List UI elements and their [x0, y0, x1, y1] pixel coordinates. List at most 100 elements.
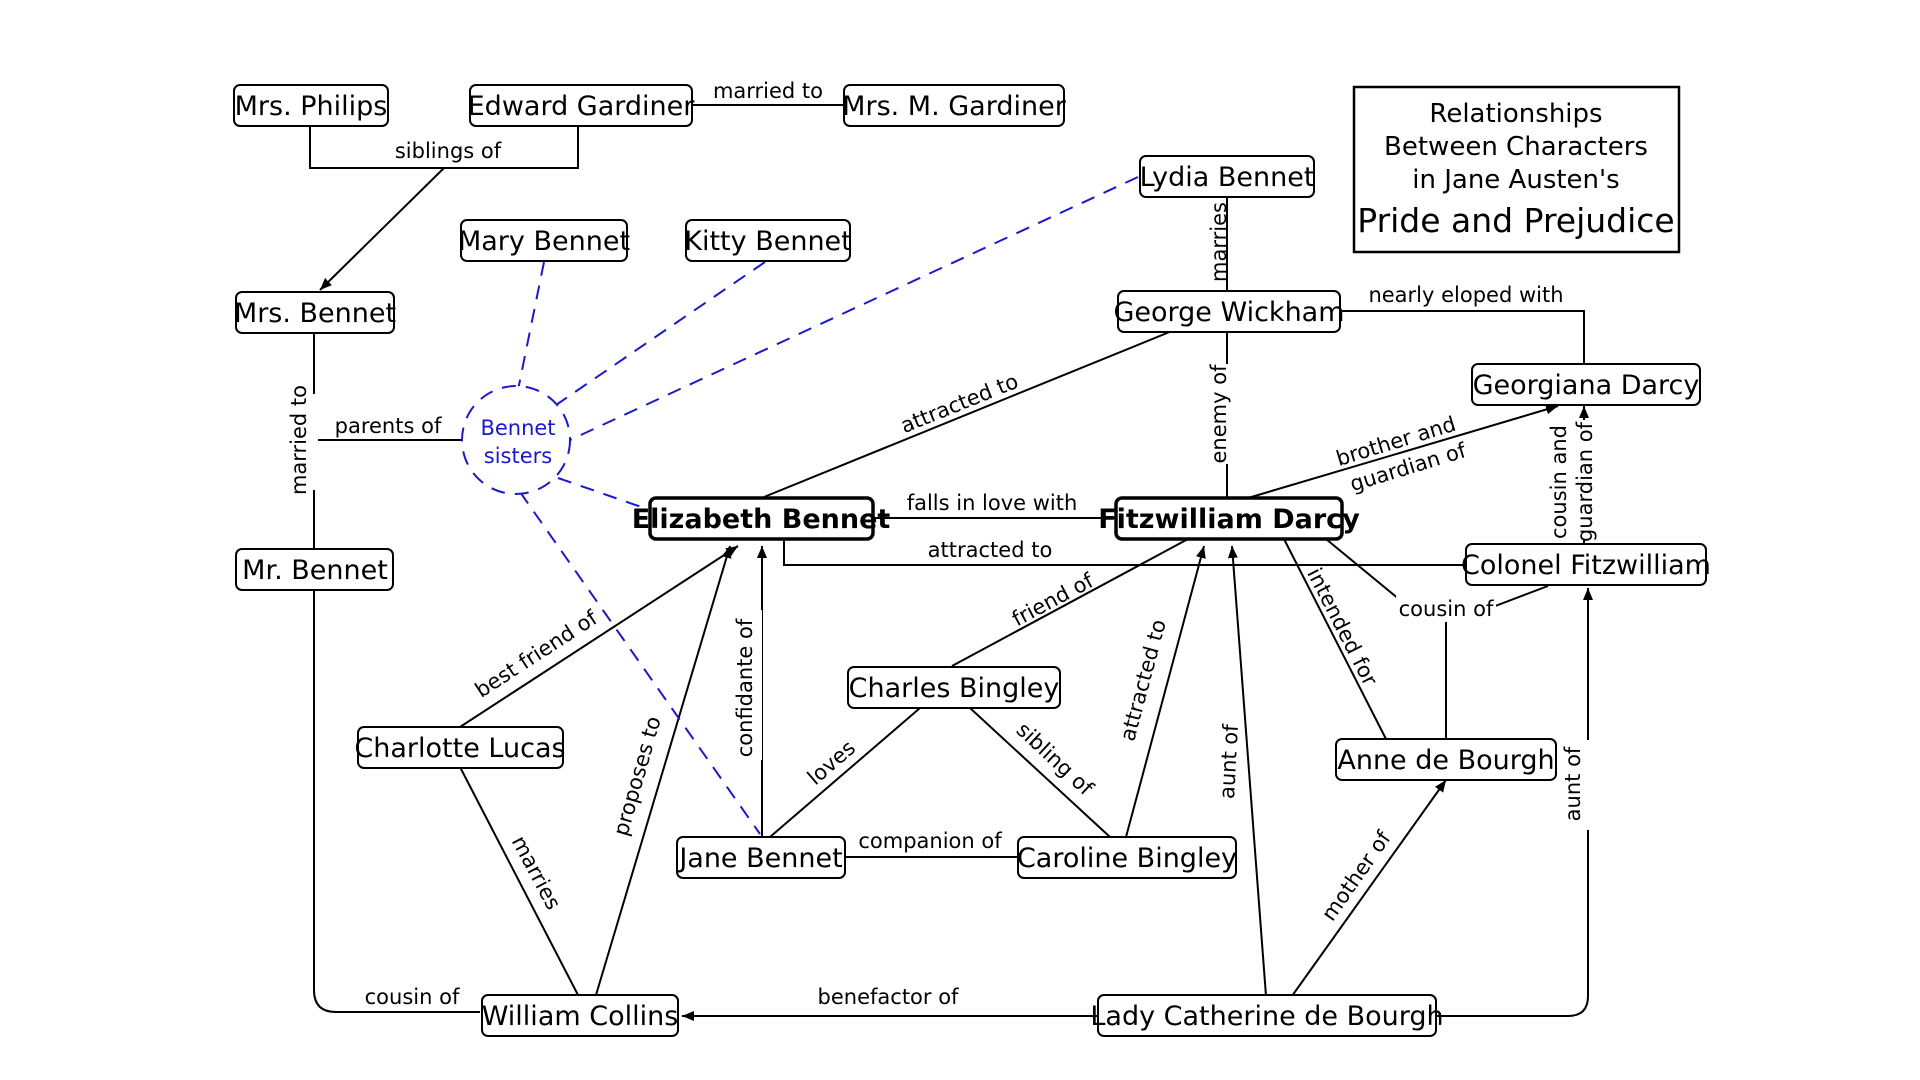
- node-label: Georgiana Darcy: [1473, 370, 1700, 401]
- label-falls-in-love: falls in love with: [907, 491, 1078, 515]
- label-best-friend-of: best friend of: [471, 605, 602, 702]
- edge-sister-elizabeth: [557, 477, 651, 511]
- bennet-sisters-label-1: Bennet: [480, 416, 555, 440]
- node-charles-bingley[interactable]: Charles Bingley: [847, 666, 1061, 709]
- label-attracted-to-colonel: attracted to: [928, 538, 1053, 562]
- node-colonel-fitzwilliam[interactable]: Colonel Fitzwilliam: [1461, 543, 1711, 586]
- node-label: Charles Bingley: [849, 673, 1060, 704]
- title-line-1: Relationships: [1429, 99, 1602, 129]
- edge-proposes-to: [595, 545, 732, 996]
- node-label: Mrs. Bennet: [234, 298, 396, 329]
- node-william-collins[interactable]: William Collins: [481, 994, 679, 1037]
- title-line-4: Pride and Prejudice: [1357, 201, 1674, 240]
- edge-attracted-to-caroline: [1125, 545, 1206, 838]
- node-charlotte-lucas[interactable]: Charlotte Lucas: [354, 726, 566, 769]
- edge-cousin-of-colonel: [1489, 585, 1549, 609]
- edge-siblings-arrow: [319, 167, 445, 291]
- node-label: Kitty Bennet: [684, 226, 852, 257]
- label-intended-for: intended for: [1302, 564, 1382, 690]
- edge-aunt-of-colonel: [1436, 588, 1593, 1017]
- edge-brother-guardian: [1247, 404, 1559, 499]
- label-confidante-of: confidante of: [733, 618, 757, 757]
- label-cousin-guardian-2: guardian of: [1573, 421, 1597, 542]
- edge-nearly-eloped: [1339, 310, 1585, 364]
- edge-loves: [769, 707, 921, 838]
- node-lady-catherine[interactable]: Lady Catherine de Bourgh: [1090, 994, 1444, 1037]
- label-aunt-of-darcy: aunt of: [1215, 723, 1243, 799]
- label-cousin-guardian-1: cousin and: [1547, 425, 1571, 539]
- label-cousin-of-collins: cousin of: [365, 985, 460, 1009]
- edge-friend-of: [951, 538, 1189, 667]
- node-anne-de-bourgh[interactable]: Anne de Bourgh: [1335, 738, 1557, 781]
- edge-intended-for: [1283, 538, 1387, 740]
- node-kitty-bennet[interactable]: Kitty Bennet: [684, 219, 852, 262]
- bennet-sisters-links: Bennet sisters: [461, 176, 1139, 835]
- label-parents-of: parents of: [335, 414, 442, 438]
- label-attracted-to-caroline: attracted to: [1116, 617, 1171, 744]
- label-cousin-of-colonel: cousin of: [1399, 597, 1494, 621]
- edge-marries-charlotte: [459, 766, 579, 996]
- label-marries-lydia: marries: [1207, 202, 1231, 282]
- node-label: Edward Gardiner: [468, 91, 696, 122]
- nodes: Mrs. Philips Edward Gardiner Mrs. M. Gar…: [233, 84, 1711, 1037]
- label-aunt-of-colonel: aunt of: [1561, 746, 1585, 821]
- node-label: Fitzwilliam Darcy: [1098, 504, 1360, 535]
- node-mrs-philips[interactable]: Mrs. Philips: [233, 84, 389, 127]
- node-edward-gardiner[interactable]: Edward Gardiner: [468, 84, 696, 127]
- node-caroline-bingley[interactable]: Caroline Bingley: [1017, 836, 1237, 879]
- edge-sister-lydia: [569, 176, 1139, 441]
- node-mr-bennet[interactable]: Mr. Bennet: [235, 548, 394, 591]
- edge-sister-jane: [519, 491, 761, 835]
- node-mrs-bennet[interactable]: Mrs. Bennet: [234, 291, 396, 334]
- node-label: Charlotte Lucas: [354, 733, 565, 764]
- edge-best-friend-of: [459, 545, 739, 728]
- bennet-sisters-group: [461, 385, 571, 495]
- node-label: Lydia Bennet: [1140, 162, 1315, 193]
- node-label: Lady Catherine de Bourgh: [1090, 1001, 1443, 1032]
- node-label: Jane Bennet: [677, 843, 842, 874]
- node-label: Mary Bennet: [458, 226, 630, 257]
- node-mary-bennet[interactable]: Mary Bennet: [458, 219, 630, 262]
- label-companion-of: companion of: [858, 829, 1002, 853]
- edge-aunt-of-darcy: [1227, 545, 1267, 997]
- node-label: Mr. Bennet: [242, 555, 388, 586]
- edge-attracted-to-colonel: [783, 539, 1466, 566]
- label-nearly-eloped: nearly eloped with: [1368, 283, 1563, 307]
- edge-sister-mary: [517, 261, 545, 391]
- node-label: William Collins: [482, 1001, 679, 1032]
- label-mother-of: mother of: [1317, 826, 1396, 925]
- node-george-wickham[interactable]: George Wickham: [1113, 290, 1345, 333]
- label-siblings-of: siblings of: [395, 139, 502, 163]
- node-mrs-gardiner[interactable]: Mrs. M. Gardiner: [842, 84, 1067, 127]
- title-line-2: Between Characters: [1384, 132, 1648, 162]
- label-attracted-to-wickham: attracted to: [897, 369, 1022, 438]
- edge-sister-kitty: [555, 261, 766, 406]
- node-jane-bennet[interactable]: Jane Bennet: [676, 836, 846, 879]
- node-label: Colonel Fitzwilliam: [1461, 550, 1711, 581]
- node-georgiana-darcy[interactable]: Georgiana Darcy: [1471, 363, 1701, 406]
- label-loves: loves: [803, 736, 860, 790]
- title-box: Relationships Between Characters in Jane…: [1352, 85, 1681, 254]
- edge-attracted-to-wickham: [763, 330, 1173, 498]
- label-benefactor-of: benefactor of: [818, 985, 960, 1009]
- node-label: George Wickham: [1113, 297, 1344, 328]
- node-fitzwilliam-darcy[interactable]: Fitzwilliam Darcy: [1098, 496, 1360, 541]
- label-friend-of: friend of: [1008, 568, 1098, 631]
- node-label: Mrs. Philips: [235, 91, 388, 122]
- node-label: Caroline Bingley: [1017, 843, 1237, 874]
- node-label: Elizabeth Bennet: [632, 504, 891, 535]
- node-label: Mrs. M. Gardiner: [842, 91, 1067, 122]
- label-married-to-bennet: married to: [287, 385, 311, 495]
- node-lydia-bennet[interactable]: Lydia Bennet: [1139, 155, 1315, 198]
- edge-cousin-of-collins: [313, 589, 480, 1013]
- label-proposes-to: proposes to: [609, 714, 666, 839]
- label-enemy-of: enemy of: [1207, 364, 1231, 464]
- node-elizabeth-bennet[interactable]: Elizabeth Bennet: [632, 496, 891, 541]
- bennet-sisters-label-2: sisters: [484, 444, 552, 468]
- node-label: Anne de Bourgh: [1337, 745, 1554, 776]
- edge-mother-of: [1291, 779, 1447, 997]
- edge-sibling-of: [969, 707, 1111, 838]
- edge-cousin-of-darcy: [1325, 538, 1401, 601]
- label-married-to-gardiner: married to: [713, 79, 823, 103]
